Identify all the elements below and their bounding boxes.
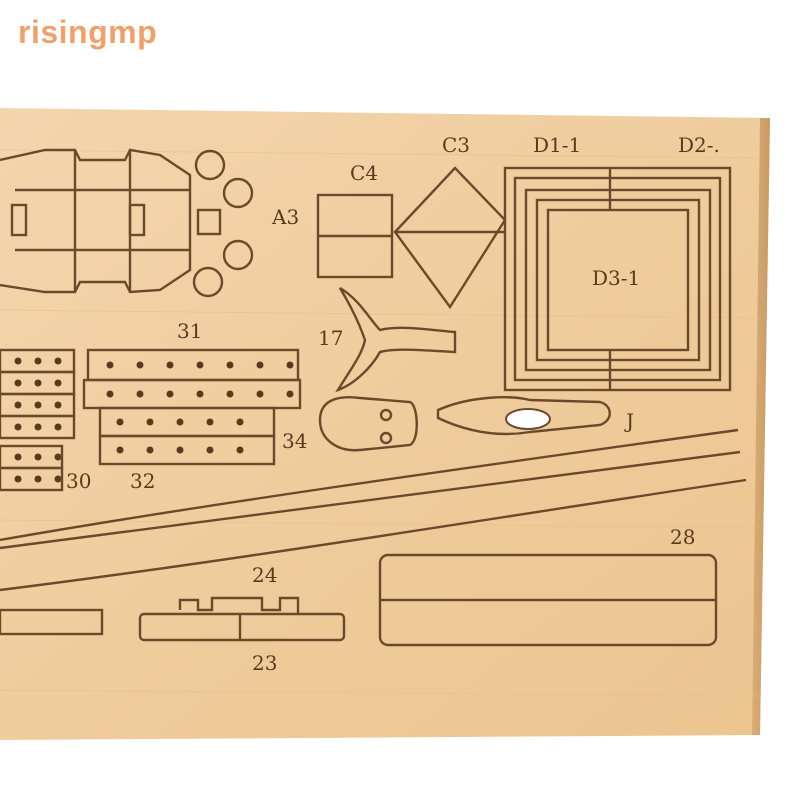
strip-hole [34,401,42,409]
label-c3: C3 [442,133,470,157]
strip-hole [54,453,62,461]
part-28 [378,553,718,647]
ring-parts [192,149,254,298]
strip-hole [226,361,234,369]
part-c4 [316,193,394,279]
label-j: J [624,409,634,433]
label-32: 32 [130,469,155,493]
strip-hole [14,401,22,409]
strip-hole [206,446,214,454]
label-17: 17 [318,326,343,350]
strip-hole [54,423,62,431]
wood-grain [0,149,761,697]
part-17 [335,286,457,393]
label-a3: A3 [271,205,299,229]
strip-hole [106,361,114,369]
strip-hole [34,357,42,365]
strip-hole [286,390,294,398]
label-d3-1: D3-1 [592,266,640,290]
strip-hole [196,361,204,369]
strip-hole [146,418,154,426]
label-31: 31 [177,319,202,343]
part-30 [0,348,76,492]
label-30: 30 [66,469,91,493]
strip-hole [146,446,154,454]
label-24: 24 [252,563,277,587]
strip-hole [14,453,22,461]
strip-hole [34,475,42,483]
strip-hole [236,446,244,454]
wood-sheet-edge [752,118,770,735]
part-23-24 [138,596,346,642]
strip-hole [176,446,184,454]
strip-hole [286,361,294,369]
strip-hole [14,423,22,431]
label-23: 23 [252,651,277,675]
watermark-text: risingmp [18,14,158,50]
strip-hole [256,390,264,398]
strip-hole [236,418,244,426]
label-c4: C4 [350,161,378,185]
strip-hole [54,357,62,365]
strip-hole [136,361,144,369]
strip-hole [106,390,114,398]
wood-sheet [0,108,770,740]
strip-hole [206,418,214,426]
part-31-32 [82,348,302,466]
label-d1-1: D1-1 [533,133,581,157]
strip-hole [54,401,62,409]
strip-hole [116,446,124,454]
strip-hole [34,423,42,431]
strip-hole [14,357,22,365]
strip-hole [166,390,174,398]
long-strips [0,428,747,592]
strip-hole [226,390,234,398]
strip-hole [136,390,144,398]
strip-hole [54,475,62,483]
strip-hole [196,390,204,398]
part-j [436,396,611,436]
frame-part [0,148,192,294]
strip-hole [14,475,22,483]
label-34: 34 [282,429,307,453]
strip-hole [54,379,62,387]
strip-hole [116,418,124,426]
label-28: 28 [670,525,695,549]
strip-hole [34,453,42,461]
strip-holes [14,357,294,483]
strip-hole [166,361,174,369]
strip-hole [256,361,264,369]
label-d2: D2-. [678,133,720,157]
left-bottom-strip [0,608,104,636]
part-34 [318,396,418,452]
strip-hole [34,379,42,387]
part-d-nested [503,166,732,392]
strip-hole [176,418,184,426]
strip-hole [14,379,22,387]
